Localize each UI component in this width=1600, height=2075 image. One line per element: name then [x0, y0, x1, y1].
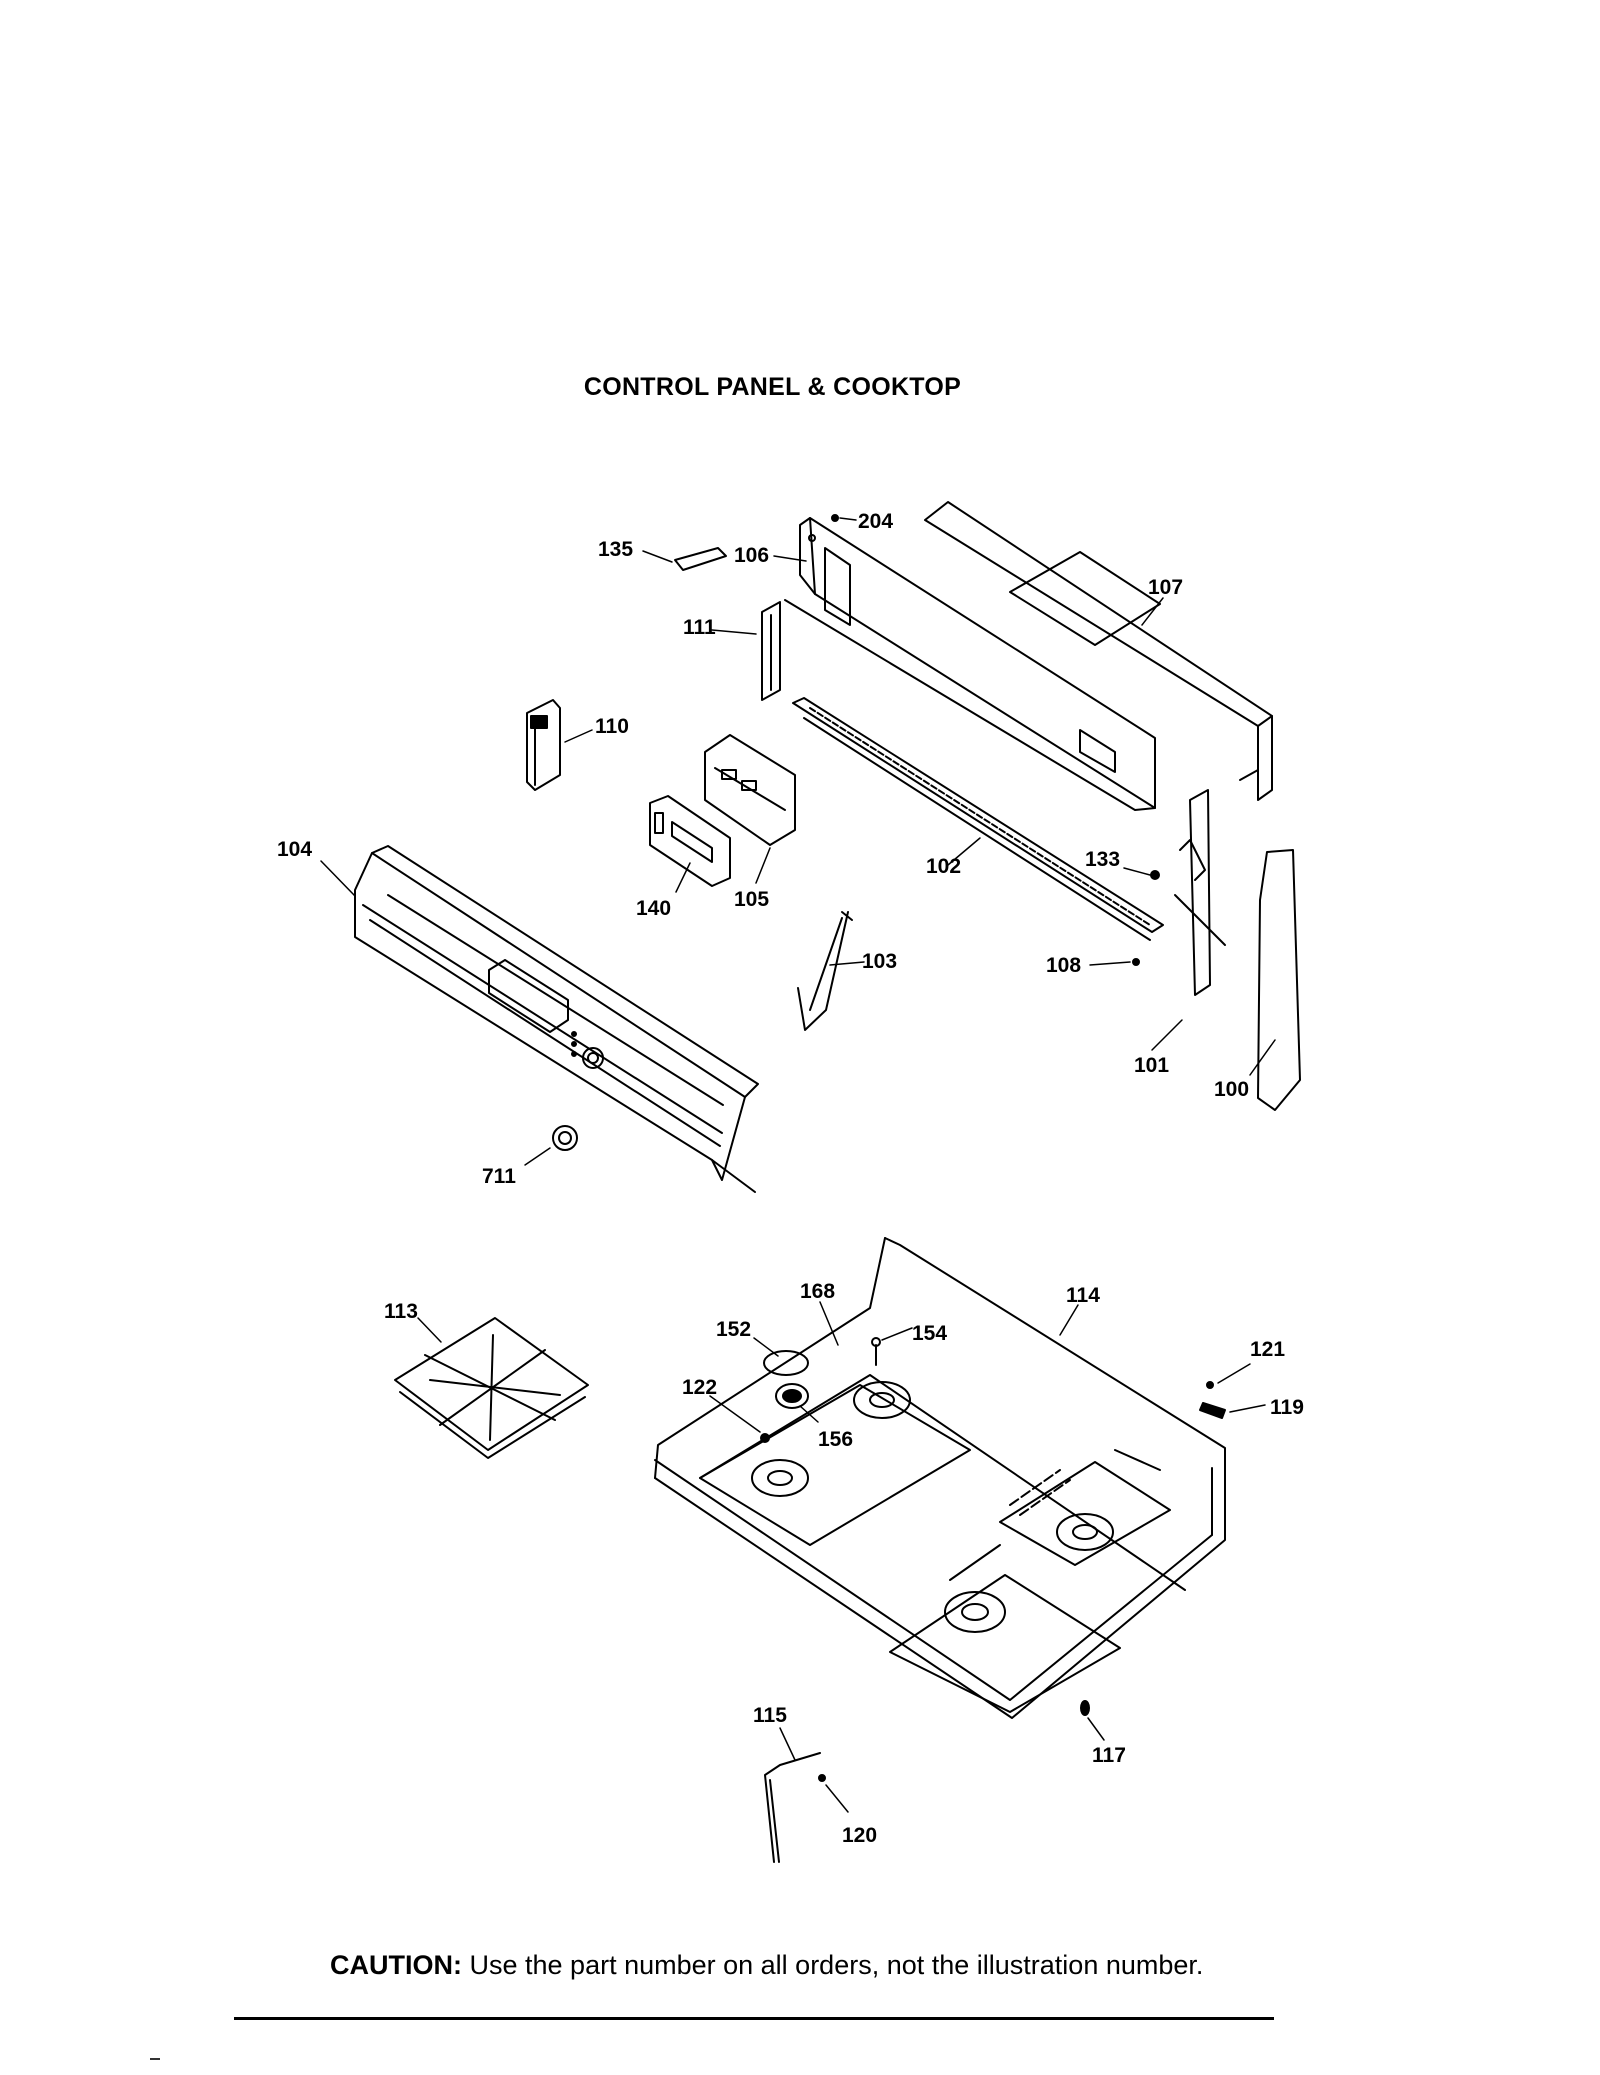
callout-156: 156: [818, 1428, 853, 1451]
part-orifice: [760, 1433, 770, 1443]
part-knob: [552, 1125, 578, 1151]
callout-117: 117: [1092, 1744, 1126, 1767]
divider: [234, 2017, 1274, 2020]
callout-135: 135: [598, 538, 633, 561]
part-ground-wire: [764, 1752, 821, 1863]
part-grate: [394, 1317, 589, 1459]
part-screw: [831, 514, 839, 522]
callout-119: 119: [1270, 1396, 1304, 1419]
part-screw-121: [1206, 1381, 1214, 1389]
part-overlay: [649, 795, 731, 887]
callout-100: 100: [1214, 1078, 1249, 1101]
part-fastener: [1132, 958, 1140, 966]
part-relay: [526, 699, 561, 791]
callout-133: 133: [1085, 848, 1120, 871]
callout-204: 204: [858, 510, 893, 533]
callout-104: 104: [277, 838, 312, 861]
callout-110: 110: [595, 715, 629, 738]
part-rear-frame: [784, 517, 1156, 811]
callout-711: 711: [482, 1165, 516, 1188]
page-mark: [150, 2058, 160, 2060]
part-clip: [674, 547, 727, 571]
callout-101: 101: [1134, 1054, 1169, 1077]
callout-108: 108: [1046, 954, 1081, 977]
callout-122: 122: [682, 1376, 717, 1399]
page-title: CONTROL PANEL & COOKTOP: [583, 373, 962, 401]
part-cooktop: [654, 1237, 1226, 1719]
caution-text: Use the part number on all orders, not t…: [469, 1950, 1204, 1980]
part-top-cover: [924, 501, 1273, 801]
callout-115: 115: [753, 1704, 787, 1727]
part-clock-board: [704, 734, 796, 846]
part-trim-strip: [792, 697, 1164, 941]
callout-140: 140: [636, 897, 671, 920]
part-side-bracket-right: [1174, 789, 1226, 996]
part-fastener: [1150, 870, 1160, 880]
part-end-cap: [1257, 849, 1301, 1111]
caution-note: CAUTION: Use the part number on all orde…: [330, 1950, 1203, 1981]
callout-leaders: [320, 517, 1276, 1813]
part-burner-cap: [763, 1350, 809, 1376]
part-bracket: [797, 911, 853, 1031]
callout-labels: 204 135 106 107 111 110 104 140 105 102 …: [277, 510, 1304, 1847]
callout-168: 168: [800, 1280, 835, 1303]
callout-103: 103: [862, 950, 897, 973]
part-burner-head: [775, 1383, 809, 1409]
part-backsplash: [354, 845, 759, 1193]
callout-107: 107: [1148, 576, 1183, 599]
callout-120: 120: [842, 1824, 877, 1847]
callout-105: 105: [734, 888, 769, 911]
callout-113: 113: [384, 1300, 418, 1323]
caution-label: CAUTION:: [330, 1950, 462, 1980]
callout-102: 102: [926, 855, 961, 878]
callout-121: 121: [1250, 1338, 1285, 1361]
part-electrode-tip: [871, 1337, 881, 1347]
callout-154: 154: [912, 1322, 947, 1345]
part-plug: [1080, 1700, 1090, 1716]
callout-111: 111: [683, 616, 716, 639]
callout-106: 106: [734, 544, 769, 567]
part-screw-120: [818, 1774, 826, 1782]
part-clip-119: [1199, 1402, 1226, 1419]
callout-114: 114: [1066, 1284, 1100, 1307]
callout-152: 152: [716, 1318, 751, 1341]
part-side-bracket: [761, 601, 781, 701]
